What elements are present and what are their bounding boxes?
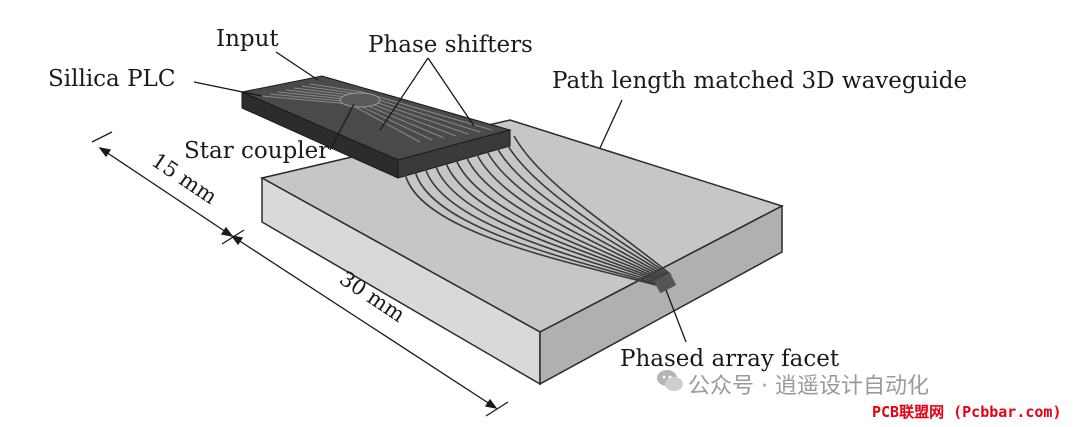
- path-length-leader: [599, 99, 623, 149]
- slab-side-face: [539, 204, 783, 386]
- star-coupler-region: [339, 92, 381, 108]
- input-label: Input: [216, 26, 279, 52]
- silica-plc-label: Sillica PLC: [48, 66, 175, 92]
- phased-array-leader: [665, 289, 687, 343]
- plc-waveguide-traces: [261, 83, 493, 143]
- waveguide-bundle: [403, 135, 672, 287]
- phased-array-label: Phased array facet: [620, 346, 840, 372]
- watermark-text: 公众号 · 逍遥设计自动化: [688, 374, 929, 399]
- phased-array-facet-mark: [653, 272, 677, 294]
- dimension-lines: [91, 131, 509, 417]
- source-watermark: PCB联盟网 (Pcbbar.com): [872, 403, 1062, 421]
- phase-shifters-leader-1: [379, 57, 429, 131]
- leader-lines: [193, 51, 687, 343]
- star-coupler-label: Star coupler: [184, 138, 329, 164]
- phase-shifters-label: Phase shifters: [368, 32, 533, 58]
- length-dimension-line: [231, 235, 497, 409]
- phase-shifters-leader-2: [427, 57, 475, 127]
- wechat-icon: [657, 370, 683, 391]
- width-dimension-line: [99, 147, 233, 237]
- input-leader: [275, 51, 319, 81]
- path-length-label: Path length matched 3D waveguide: [552, 68, 967, 94]
- star-coupler-leader: [329, 103, 355, 151]
- silica-plc-leader: [193, 81, 263, 97]
- glass-slab: [259, 119, 784, 386]
